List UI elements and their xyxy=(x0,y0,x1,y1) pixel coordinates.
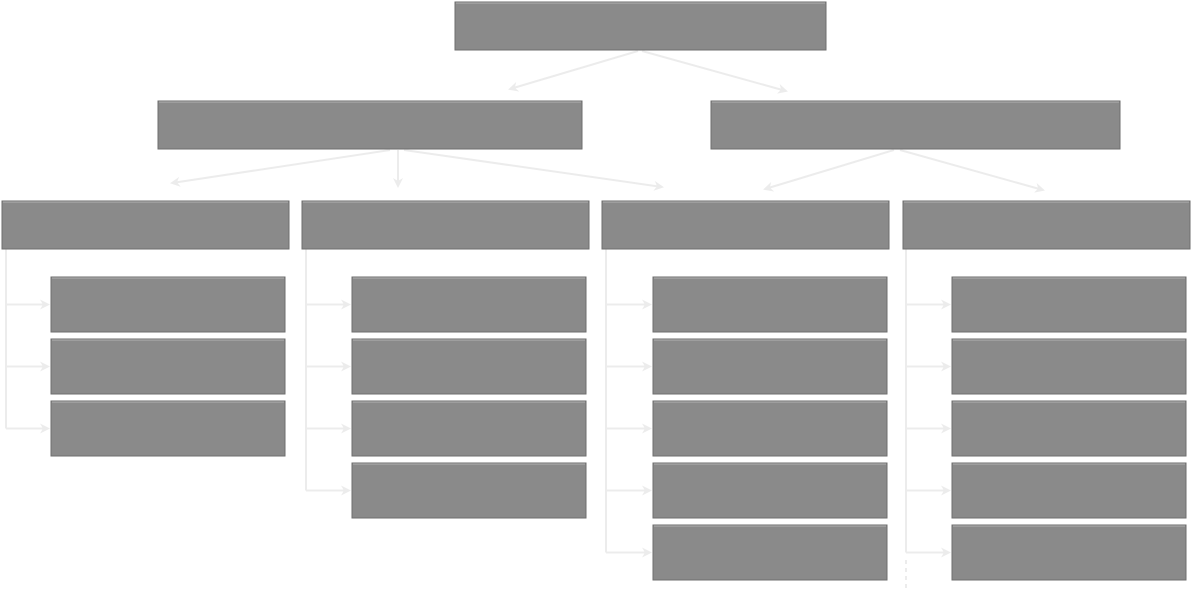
level3-node-3 xyxy=(601,200,890,250)
connector-l2b-l3d xyxy=(899,149,1045,193)
leaf-node-3-2 xyxy=(652,338,888,395)
leaf-node-4-4-rect xyxy=(951,462,1187,519)
leaf-node-3-1 xyxy=(652,276,888,333)
leaf-node-1-1-rect xyxy=(50,276,286,333)
leaf-node-2-3 xyxy=(351,400,587,457)
leaf-node-3-5 xyxy=(652,524,888,581)
root-node-rect xyxy=(454,1,827,51)
leaf-node-1-2-rect xyxy=(50,338,286,395)
leaf-node-2-2 xyxy=(351,338,587,395)
leaf-node-3-5-rect xyxy=(652,524,888,581)
connector-root-right xyxy=(641,50,788,94)
leaf-node-4-3-rect xyxy=(951,400,1187,457)
level2-node-1-rect xyxy=(157,100,583,150)
leaf-node-4-1-rect xyxy=(951,276,1187,333)
level3-node-1 xyxy=(1,200,290,250)
leaf-node-3-1-rect xyxy=(652,276,888,333)
level2-node-2 xyxy=(710,100,1121,150)
level3-node-3-rect xyxy=(601,200,890,250)
leaf-node-4-5 xyxy=(951,524,1187,581)
leaf-node-4-3 xyxy=(951,400,1187,457)
level3-node-4 xyxy=(902,200,1191,250)
leaf-node-2-1 xyxy=(351,276,587,333)
leaf-node-4-1 xyxy=(951,276,1187,333)
root-node xyxy=(454,1,827,51)
level3-node-4-rect xyxy=(902,200,1191,250)
connector-root-left xyxy=(508,50,639,92)
leaf-node-1-2 xyxy=(50,338,286,395)
leaf-node-4-4 xyxy=(951,462,1187,519)
leaf-node-4-2-rect xyxy=(951,338,1187,395)
connector-l2b-l3c xyxy=(763,149,895,192)
leaf-node-2-3-rect xyxy=(351,400,587,457)
leaf-node-2-2-rect xyxy=(351,338,587,395)
connector-layer xyxy=(5,50,1045,589)
connector-l2a-l3a xyxy=(170,149,391,187)
leaf-node-1-3-rect xyxy=(50,400,286,457)
level2-node-1 xyxy=(157,100,583,150)
leaf-node-3-4 xyxy=(652,462,888,519)
leaf-node-2-4-rect xyxy=(351,462,587,519)
leaf-node-1-3 xyxy=(50,400,286,457)
level3-node-2 xyxy=(301,200,590,250)
leaf-node-2-1-rect xyxy=(351,276,587,333)
connector-l2a-l3c xyxy=(403,149,664,191)
leaf-node-3-2-rect xyxy=(652,338,888,395)
leaf-node-3-4-rect xyxy=(652,462,888,519)
level3-node-1-rect xyxy=(1,200,290,250)
leaf-node-4-2 xyxy=(951,338,1187,395)
leaf-node-3-3 xyxy=(652,400,888,457)
level2-node-2-rect xyxy=(710,100,1121,150)
leaf-node-4-5-rect xyxy=(951,524,1187,581)
leaf-node-3-3-rect xyxy=(652,400,888,457)
leaf-node-2-4 xyxy=(351,462,587,519)
level3-node-2-rect xyxy=(301,200,590,250)
leaf-node-1-1 xyxy=(50,276,286,333)
